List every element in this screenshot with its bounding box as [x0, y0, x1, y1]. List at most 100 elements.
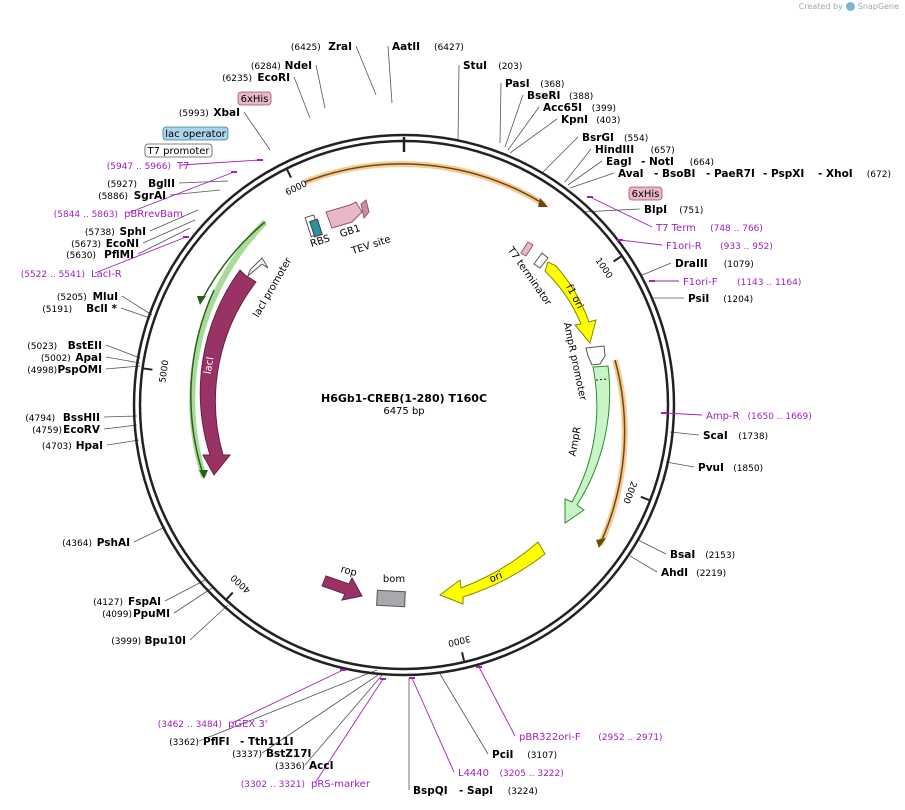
site-name: DraIII [675, 258, 708, 270]
site-position: (4998) [27, 366, 57, 376]
site-position: (4703) [42, 442, 72, 452]
feature-label: bom [383, 574, 405, 585]
primer-leader-line [127, 171, 235, 214]
bom-feature [376, 589, 406, 608]
primer-leader-line [619, 239, 663, 246]
primer-leader-line [94, 236, 187, 274]
primer-leader-line [478, 666, 516, 737]
tick-label: 2000 [620, 480, 638, 505]
site-position: (4099) [102, 610, 132, 620]
ribbon-right-head [596, 538, 606, 548]
site-leader-line [105, 344, 141, 359]
watermark-prefix: Created by [798, 2, 843, 11]
feature-label: rop [339, 564, 358, 579]
rop-arrow [321, 575, 363, 601]
site-name: BsaI [670, 549, 695, 561]
site-position: (3999) [111, 637, 141, 647]
site-leader-line [121, 295, 153, 316]
site-name: EcoRI [257, 72, 290, 84]
site-position: (4364) [62, 539, 92, 549]
primer-name: T7 [176, 161, 189, 172]
primer-range: (933 .. 952) [720, 242, 773, 252]
site-name: - PspXI [763, 168, 804, 180]
site-position: (5927) [107, 180, 137, 190]
site-position: (5738) [85, 228, 115, 238]
tick-mark [640, 495, 650, 502]
tick-mark [613, 255, 622, 263]
site-name: BsrGI [582, 132, 614, 144]
site-name: XbaI [213, 107, 240, 119]
primer-leader-line [180, 159, 261, 166]
site-leader-line [542, 136, 579, 173]
site-position: (1079) [724, 260, 754, 270]
site-name: SphI [120, 226, 146, 238]
site-leader-line [569, 172, 615, 189]
primer-range: (5947 .. 5966) [107, 162, 171, 172]
site-position: (5993) [179, 109, 209, 119]
primer-range: (3205 .. 3222) [500, 769, 564, 779]
site-name: AvaI [618, 168, 644, 180]
boxed-label-bg [162, 126, 229, 141]
plasmid-name: H6Gb1-CREB(1-280) T160C [321, 392, 487, 405]
site-position: (664) [690, 158, 714, 168]
site-position: (3107) [527, 751, 557, 761]
site-leader-line [355, 45, 377, 96]
ori-arrow [438, 541, 546, 605]
site-leader-line [149, 209, 199, 232]
site-name: PspOMI [57, 364, 102, 376]
site-leader-line [169, 189, 221, 196]
primer-name: pBRrevBam [124, 209, 183, 220]
tick-label: 4000 [229, 572, 253, 595]
site-leader-line [315, 64, 326, 109]
site-name: - SapI [459, 785, 493, 797]
tick-mark [143, 367, 153, 371]
site-position: (5205) [57, 293, 87, 303]
site-position: (399) [592, 104, 616, 114]
site-leader-line [164, 579, 206, 602]
site-leader-line [137, 227, 191, 255]
site-leader-line [243, 111, 271, 151]
site-name: BssHII [63, 412, 100, 424]
boxed-label-text: lac operator [165, 129, 226, 140]
f1-ori-arrow [544, 261, 597, 345]
site-name: AatII [392, 41, 420, 53]
site-name: NdeI [285, 60, 312, 72]
site-position: (3337) [232, 750, 262, 760]
site-leader-line [639, 262, 672, 277]
laci-arrow [199, 269, 257, 476]
ribbon-left-core2 [190, 289, 215, 478]
site-leader-line [133, 526, 166, 543]
primer-leader-line [663, 412, 703, 416]
site-position: (203) [498, 62, 522, 72]
backbone-inner [138, 139, 670, 671]
site-position: (751) [679, 206, 703, 216]
site-leader-line [629, 555, 658, 573]
primer-range: (1143 .. 1164) [737, 278, 801, 288]
backbone-outer [132, 133, 676, 677]
primer-name: LacI-R [91, 269, 122, 280]
primer-leader-line [231, 669, 344, 724]
site-name: - NotI [641, 156, 674, 168]
tev-site-arrow [360, 199, 370, 220]
site-position: (4127) [93, 598, 123, 608]
site-name: BlpI [644, 204, 667, 216]
primer-marks [94, 159, 703, 784]
primer-range: (2952 .. 2971) [598, 733, 662, 743]
site-name: BstZ17I [266, 748, 311, 760]
site-leader-line [106, 439, 140, 446]
arrow-label: ori [488, 570, 504, 585]
site-name: - BsoBI [654, 168, 695, 180]
site-position: (657) [651, 146, 675, 156]
site-name: MluI [93, 291, 118, 303]
ampr-promoter-arrow [585, 345, 606, 366]
site-position: (2153) [705, 551, 735, 561]
site-position: (3362) [169, 738, 199, 748]
tick-label: 5000 [158, 359, 171, 383]
boxed-label-text: 6xHis [632, 189, 660, 200]
gb1-arrow [325, 201, 363, 229]
site-leader-line [439, 673, 489, 755]
site-position: (403) [596, 116, 620, 126]
site-name: AccI [309, 760, 333, 772]
